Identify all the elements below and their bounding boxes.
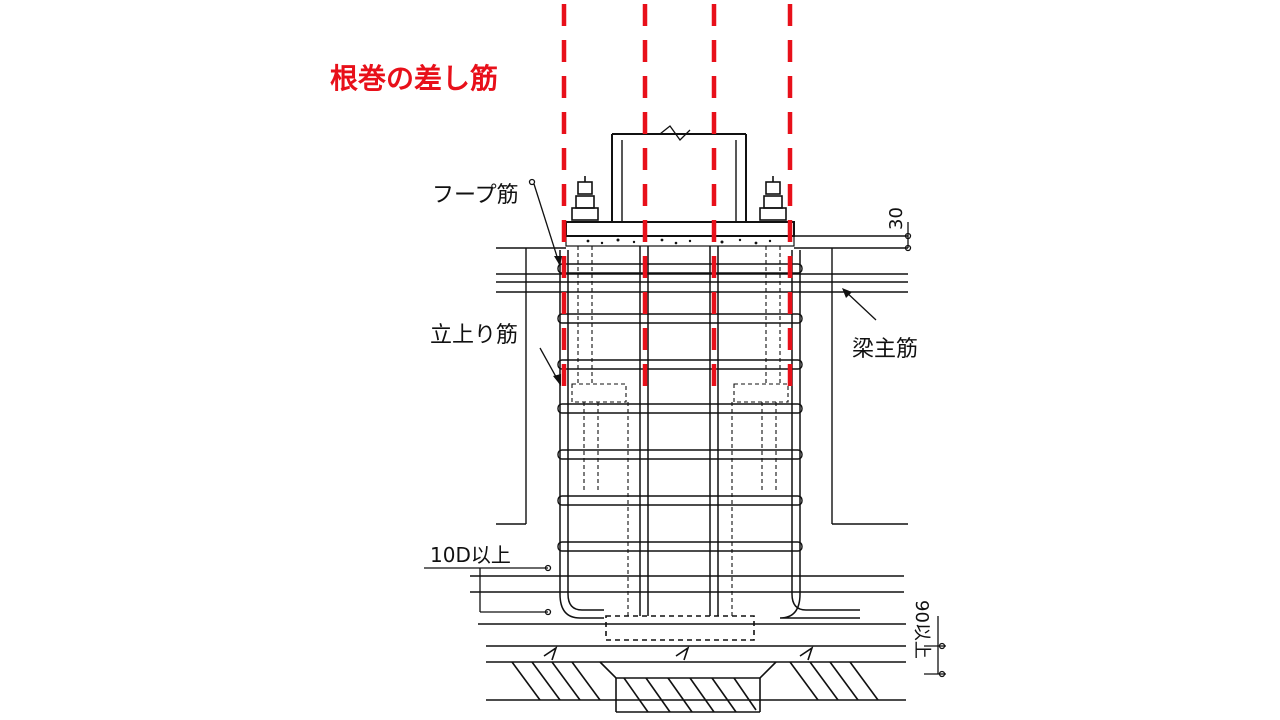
anchor-bolt-left (571, 176, 599, 221)
label-hoop-bar: フープ筋 (432, 183, 519, 208)
rising-rebars (559, 246, 860, 619)
arrow-heads (553, 256, 852, 386)
grout-dots (586, 238, 772, 245)
leader-lines (424, 178, 946, 678)
starter-bars (561, 4, 793, 388)
label-rising-bar: 立上り筋 (430, 323, 518, 348)
foundation (478, 615, 906, 713)
steel-column (611, 125, 747, 222)
dim-90: 90以上 (911, 600, 932, 659)
beam-lines (470, 235, 908, 593)
hoop-rebars (557, 263, 803, 552)
anchor-sleeves (571, 246, 789, 616)
diagram-title: 根巻の差し筋 (330, 62, 498, 95)
anchor-bolt-right (759, 176, 787, 221)
label-beam-main-bar: 梁主筋 (852, 337, 918, 362)
foundation-hatch (511, 661, 879, 713)
dim-30: 30 (886, 207, 907, 230)
base-plate (565, 221, 795, 247)
label-10d: 10D以上 (430, 543, 511, 567)
